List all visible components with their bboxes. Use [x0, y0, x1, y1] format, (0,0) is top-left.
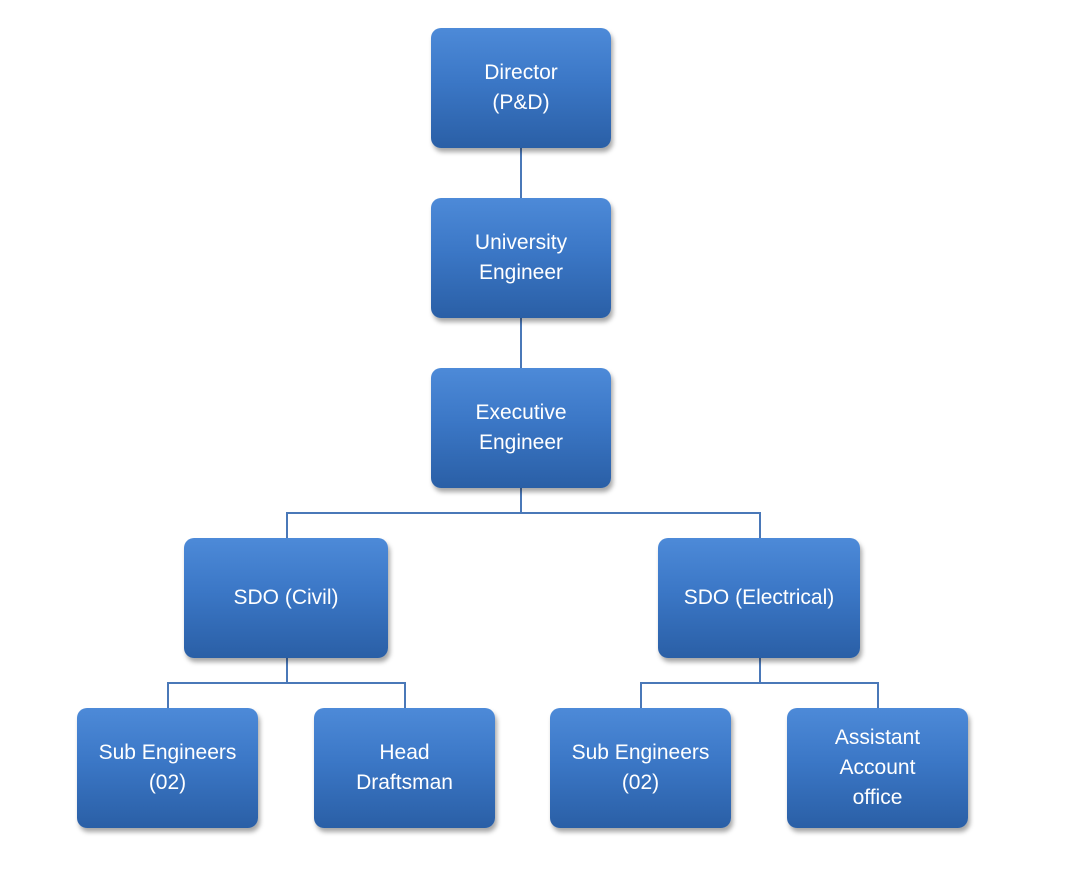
box-sdo-electrical-label: SDO (Electrical) — [683, 586, 835, 609]
connector-to-sdo-electrical — [759, 512, 761, 538]
box-sub-engineers-electrical-label: Sub Engineers (02) — [571, 741, 710, 794]
connector-to-assistant-account-office — [877, 682, 879, 708]
connector-to-sdo-civil — [286, 512, 288, 538]
box-executive-engineer: Executive Engineer — [431, 368, 611, 488]
box-assistant-account-office: Assistant Account office — [787, 708, 968, 828]
box-sdo-civil: SDO (Civil) — [184, 538, 388, 658]
box-head-draftsman-label: Head Draftsman — [356, 741, 453, 794]
box-director-label: Director (P&D) — [484, 61, 558, 114]
box-executive-engineer-label: Executive Engineer — [475, 401, 567, 454]
connector-sdo-civil-trunk — [286, 658, 288, 683]
connector-director-university — [520, 148, 522, 198]
box-sub-engineers-civil: Sub Engineers (02) — [77, 708, 258, 828]
box-assistant-account-office-label: Assistant Account office — [834, 726, 921, 809]
box-sdo-electrical: SDO (Electrical) — [658, 538, 860, 658]
connector-to-sub-engineers-civil — [167, 682, 169, 708]
connector-university-executive — [520, 318, 522, 368]
connector-executive-trunk — [520, 488, 522, 513]
connector-sdo-civil-branch — [167, 682, 405, 684]
connector-executive-branch — [286, 512, 760, 514]
box-director: Director (P&D) — [431, 28, 611, 148]
connector-to-head-draftsman — [404, 682, 406, 708]
box-head-draftsman: Head Draftsman — [314, 708, 495, 828]
box-sub-engineers-electrical: Sub Engineers (02) — [550, 708, 731, 828]
connector-sdo-electrical-trunk — [759, 658, 761, 683]
connector-sdo-electrical-branch — [640, 682, 878, 684]
connector-to-sub-engineers-electrical — [640, 682, 642, 708]
box-sub-engineers-civil-label: Sub Engineers (02) — [98, 741, 237, 794]
box-sdo-civil-label: SDO (Civil) — [233, 586, 339, 609]
box-university-engineer-label: University Engineer — [474, 231, 568, 284]
box-university-engineer: University Engineer — [431, 198, 611, 318]
